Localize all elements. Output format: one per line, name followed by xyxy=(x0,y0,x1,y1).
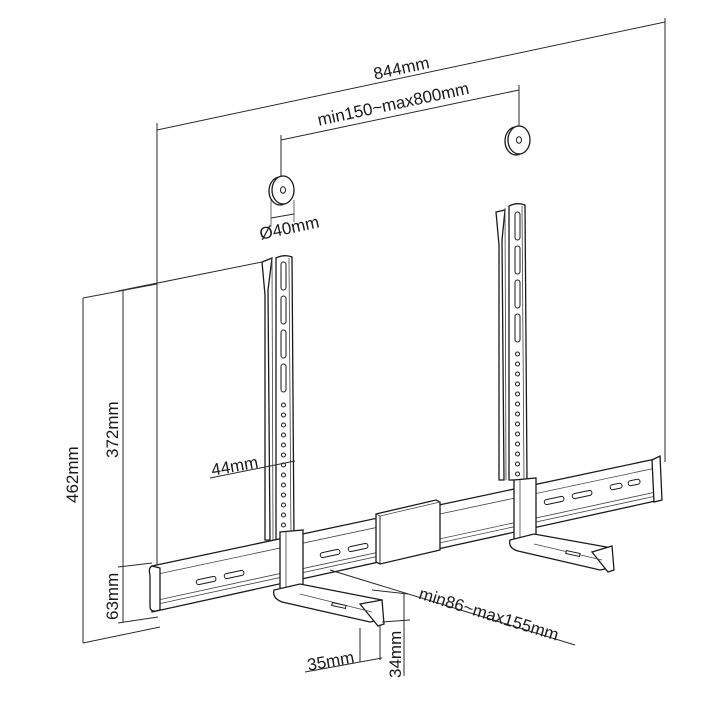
left-spacer xyxy=(268,175,295,227)
dim-base-height xyxy=(117,562,159,624)
label-arm-height: 372mm xyxy=(103,401,122,458)
left-vertical-arm xyxy=(261,255,295,541)
dim-lip-height xyxy=(381,594,411,676)
center-clamp xyxy=(375,499,441,565)
left-support-shelf xyxy=(273,529,385,627)
label-overall-height: 462mm xyxy=(63,446,82,503)
dim-hole-spacing xyxy=(280,85,520,178)
right-vertical-arm xyxy=(495,203,528,481)
label-base-height: 63mm xyxy=(103,572,122,620)
right-spacer xyxy=(504,125,531,156)
right-support-shelf xyxy=(509,477,615,573)
dim-overall-width xyxy=(156,18,666,575)
dim-lip-width xyxy=(304,626,383,673)
dim-shelf-depth xyxy=(329,569,576,646)
label-lip-height: 34mm xyxy=(386,630,405,678)
dim-arm-width xyxy=(209,460,296,479)
